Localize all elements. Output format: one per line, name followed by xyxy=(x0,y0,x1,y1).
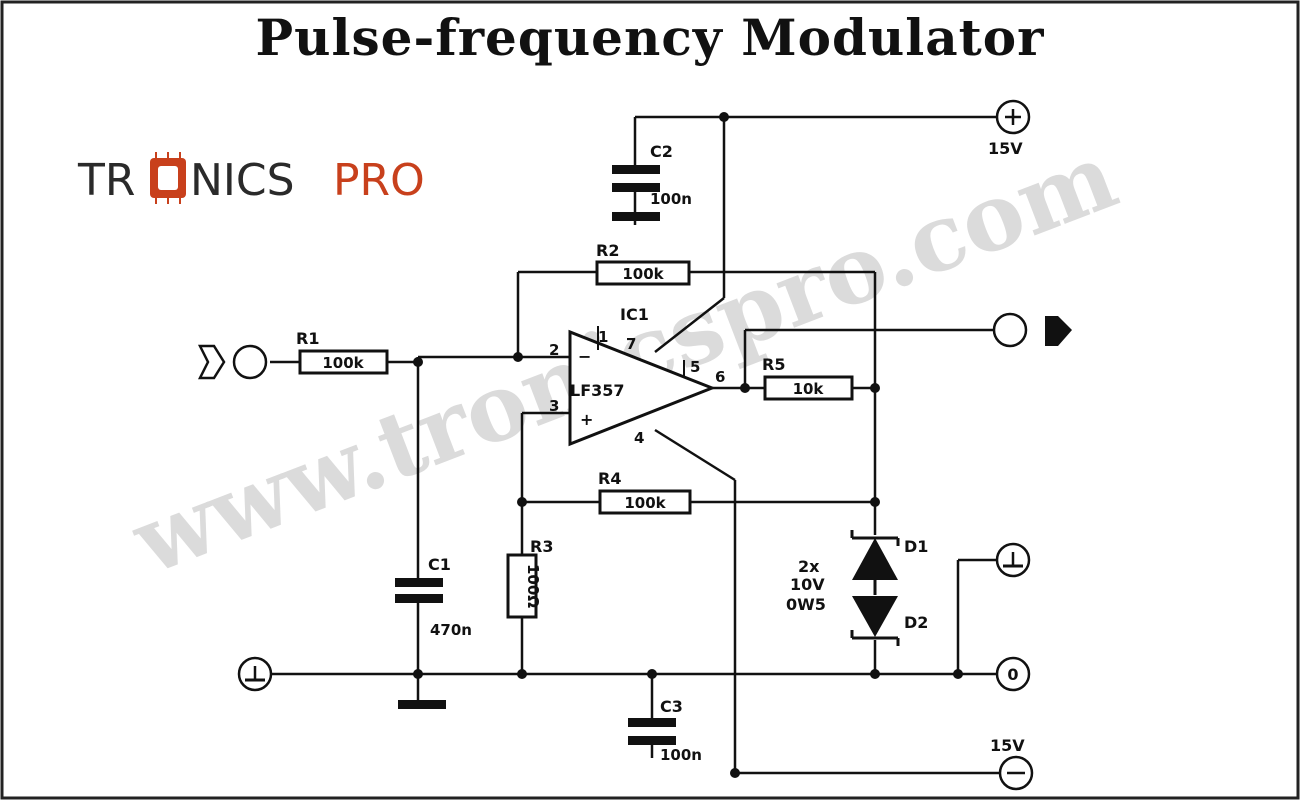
r3-ref: R3 xyxy=(530,537,553,556)
pin-2: 2 xyxy=(549,341,559,359)
junctions xyxy=(413,112,963,778)
brand-logo: TR NICS PRO xyxy=(77,152,425,206)
pin-5: 5 xyxy=(690,358,700,376)
pin-1: 1 xyxy=(598,328,608,346)
svg-text:2x: 2x xyxy=(798,557,820,576)
negative-supply-terminal: 15V xyxy=(990,736,1034,791)
chip-icon-core xyxy=(158,166,178,190)
r1-value: 100k xyxy=(322,354,364,372)
zero-terminal: 0 xyxy=(995,656,1031,692)
positive-supply-terminal: 15V xyxy=(988,99,1031,158)
svg-text:10V: 10V xyxy=(790,575,825,594)
pin-3: 3 xyxy=(549,397,559,415)
capacitor-c2: C2 100n xyxy=(612,142,692,221)
c1-value: 470n xyxy=(430,621,472,639)
resistor-r5: 10k R5 xyxy=(762,355,854,401)
ic1-ref: IC1 xyxy=(620,305,649,324)
plus-icon xyxy=(1005,109,1021,125)
r4-ref: R4 xyxy=(598,469,621,488)
c2-ref: C2 xyxy=(650,142,673,161)
logo-text-mid: NICS xyxy=(190,155,295,206)
page-title: Pulse-frequency Modulator xyxy=(255,8,1045,67)
logo-text-left: TR xyxy=(77,155,135,206)
output-arrow-icon xyxy=(1045,316,1072,346)
svg-text:−: − xyxy=(578,347,591,366)
resistor-r4: 100k R4 xyxy=(598,469,692,515)
svg-text:+: + xyxy=(580,410,593,429)
zener-d1: D1 xyxy=(850,530,928,595)
zener-d2: D2 xyxy=(850,596,928,646)
resistor-r1: 100k R1 xyxy=(296,329,389,375)
wires xyxy=(270,115,1000,775)
ground-icon xyxy=(245,666,265,682)
d1-ref: D1 xyxy=(904,537,928,556)
capacitor-c3: C3 100n xyxy=(628,697,702,764)
r5-ref: R5 xyxy=(762,355,785,374)
zero-label: 0 xyxy=(1007,665,1018,684)
ic1-part: LF357 xyxy=(570,381,625,400)
input-terminal xyxy=(197,344,268,380)
capacitor-c1: C1 470n xyxy=(395,555,472,709)
ground-plate xyxy=(398,700,446,709)
r4-value: 100k xyxy=(624,494,666,512)
c3-ref: C3 xyxy=(660,697,683,716)
ground-icon xyxy=(1003,552,1023,568)
resistor-r3: 100Ω R3 xyxy=(506,537,553,619)
r2-value: 100k xyxy=(622,265,664,283)
positive-supply-label: 15V xyxy=(988,139,1023,158)
r1-ref: R1 xyxy=(296,329,319,348)
c3-value: 100n xyxy=(660,746,702,764)
c2-value: 100n xyxy=(650,190,692,208)
d2-ref: D2 xyxy=(904,613,928,632)
ground-terminal-right xyxy=(995,542,1031,578)
output-terminal xyxy=(992,312,1072,348)
r3-value: 100Ω xyxy=(524,564,542,608)
input-arrow-icon xyxy=(197,344,226,380)
pin-4: 4 xyxy=(634,429,644,447)
logo-text-right: PRO xyxy=(333,155,425,206)
r2-ref: R2 xyxy=(596,241,619,260)
op-amp-ic1: IC1 LF357 − + 1 2 3 4 5 6 7 xyxy=(549,305,725,447)
svg-text:0W5: 0W5 xyxy=(786,595,826,614)
r5-value: 10k xyxy=(793,380,825,398)
c1-ref: C1 xyxy=(428,555,451,574)
resistor-r2: 100k R2 xyxy=(595,241,691,286)
pin-6: 6 xyxy=(715,368,725,386)
negative-supply-label: 15V xyxy=(990,736,1025,755)
pin-7: 7 xyxy=(626,335,636,353)
ground-terminal-left xyxy=(237,656,273,692)
zener-note: 2x 10V 0W5 xyxy=(786,557,826,614)
